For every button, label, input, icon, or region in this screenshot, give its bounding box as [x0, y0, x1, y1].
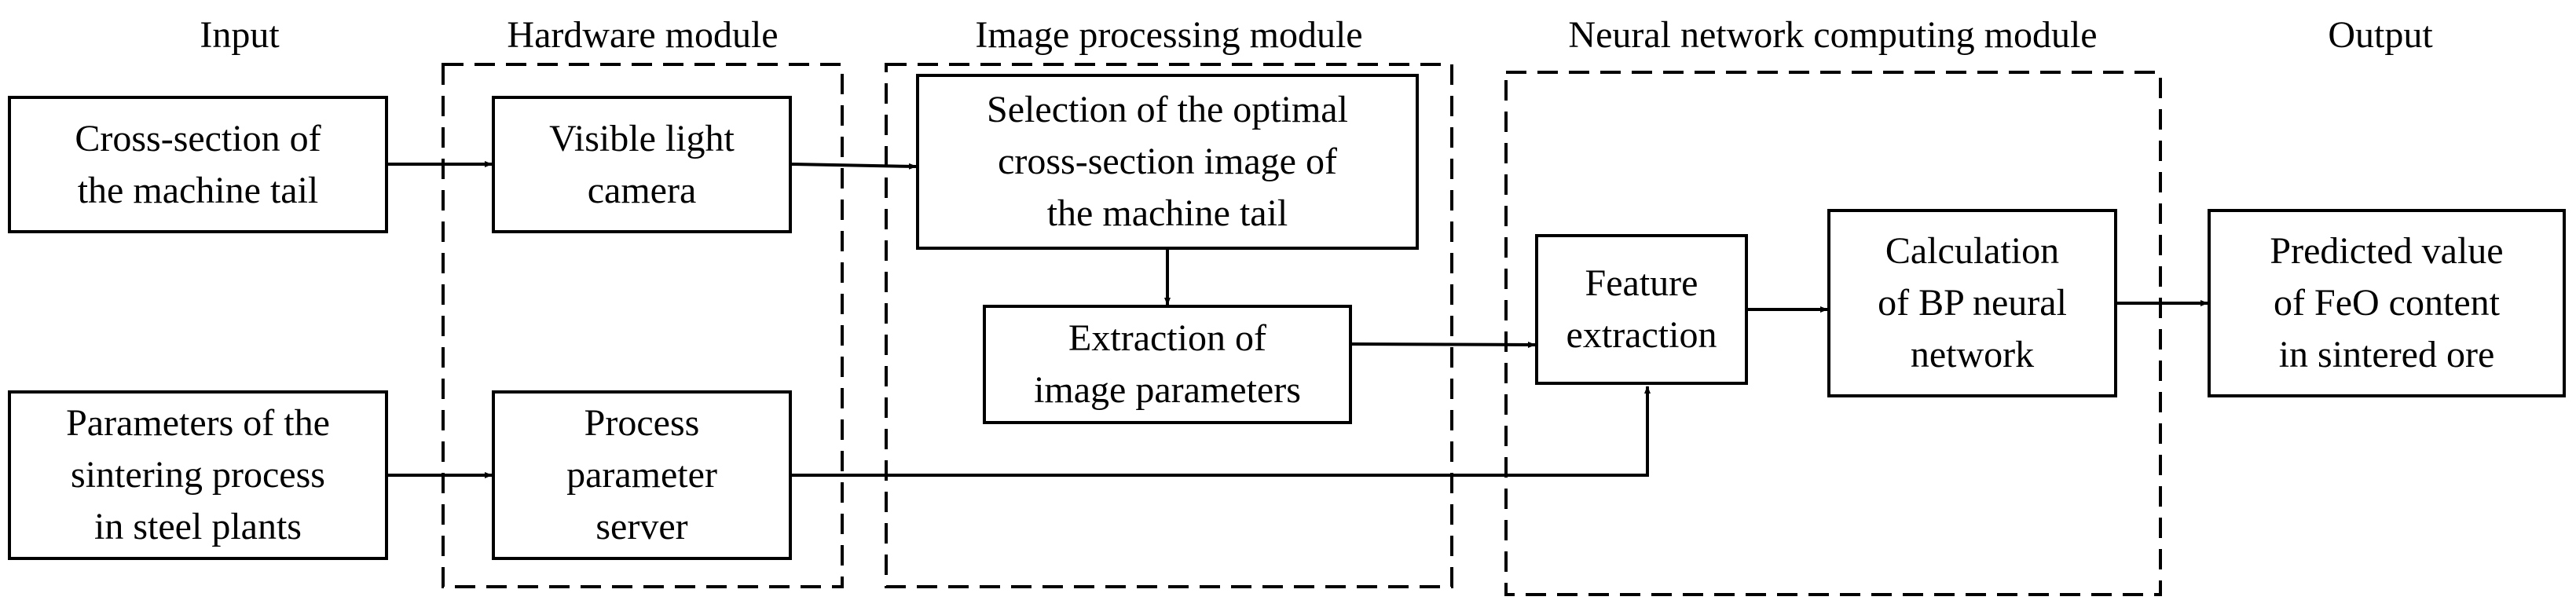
module-title-image-processing: Image processing module [975, 14, 1363, 56]
image-processing-module-frame [885, 63, 1453, 588]
arrow-camera-to-selection [791, 163, 917, 170]
camera-line-1: Visible light [549, 117, 735, 159]
selection-line-1: Selection of the optimal [987, 89, 1348, 130]
visible-light-camera-box: Visible light camera [492, 96, 792, 233]
bp-network-line-1: Calculation [1885, 230, 2060, 272]
predicted-line-3: in sintered ore [2278, 334, 2495, 375]
selection-line-3: the machine tail [1046, 192, 1288, 234]
process-server-line-1: Process [584, 402, 700, 444]
bp-network-line-3: network [1910, 334, 2035, 375]
extraction-line-1: Extraction of [1068, 317, 1266, 359]
feature-extraction-line-2: extraction [1566, 314, 1717, 356]
predicted-line-1: Predicted value [2270, 230, 2504, 272]
bp-network-line-2: of BP neural [1878, 282, 2067, 324]
sintering-params-line-1: Parameters of the [66, 402, 330, 444]
predicted-feo-content-box: Predicted value of FeO content in sinter… [2208, 209, 2566, 397]
neural-network-module-frame [1504, 71, 2162, 596]
sintering-params-line-3: in steel plants [94, 506, 302, 547]
sintering-parameters-box: Parameters of the sintering process in s… [8, 390, 388, 560]
process-server-line-3: server [595, 506, 688, 547]
bp-neural-network-box: Calculation of BP neural network [1827, 209, 2117, 397]
predicted-line-2: of FeO content [2274, 282, 2500, 324]
cross-section-box: Cross-section of the machine tail [8, 96, 388, 233]
cross-section-line-2: the machine tail [77, 169, 319, 211]
cross-section-line-1: Cross-section of [75, 117, 321, 159]
module-title-input: Input [200, 14, 280, 56]
arrow-server-to-feature [792, 386, 1651, 477]
optimal-image-selection-box: Selection of the optimal cross-section i… [916, 74, 1419, 250]
module-title-hardware: Hardware module [507, 14, 779, 56]
image-parameter-extraction-box: Extraction of image parameters [983, 305, 1352, 424]
process-server-line-2: parameter [566, 454, 717, 496]
sintering-params-line-2: sintering process [71, 454, 325, 496]
hardware-module-frame [442, 63, 844, 588]
feature-extraction-box: Feature extraction [1535, 234, 1748, 385]
module-title-neural-network: Neural network computing module [1568, 14, 2098, 56]
selection-line-2: cross-section image of [998, 141, 1337, 182]
arrow-extraction-to-feature [1351, 341, 1536, 348]
camera-line-2: camera [587, 169, 697, 211]
module-title-output: Output [2328, 14, 2433, 56]
process-parameter-server-box: Process parameter server [492, 390, 792, 560]
feature-extraction-line-1: Feature [1585, 262, 1698, 304]
extraction-line-2: image parameters [1034, 369, 1301, 411]
